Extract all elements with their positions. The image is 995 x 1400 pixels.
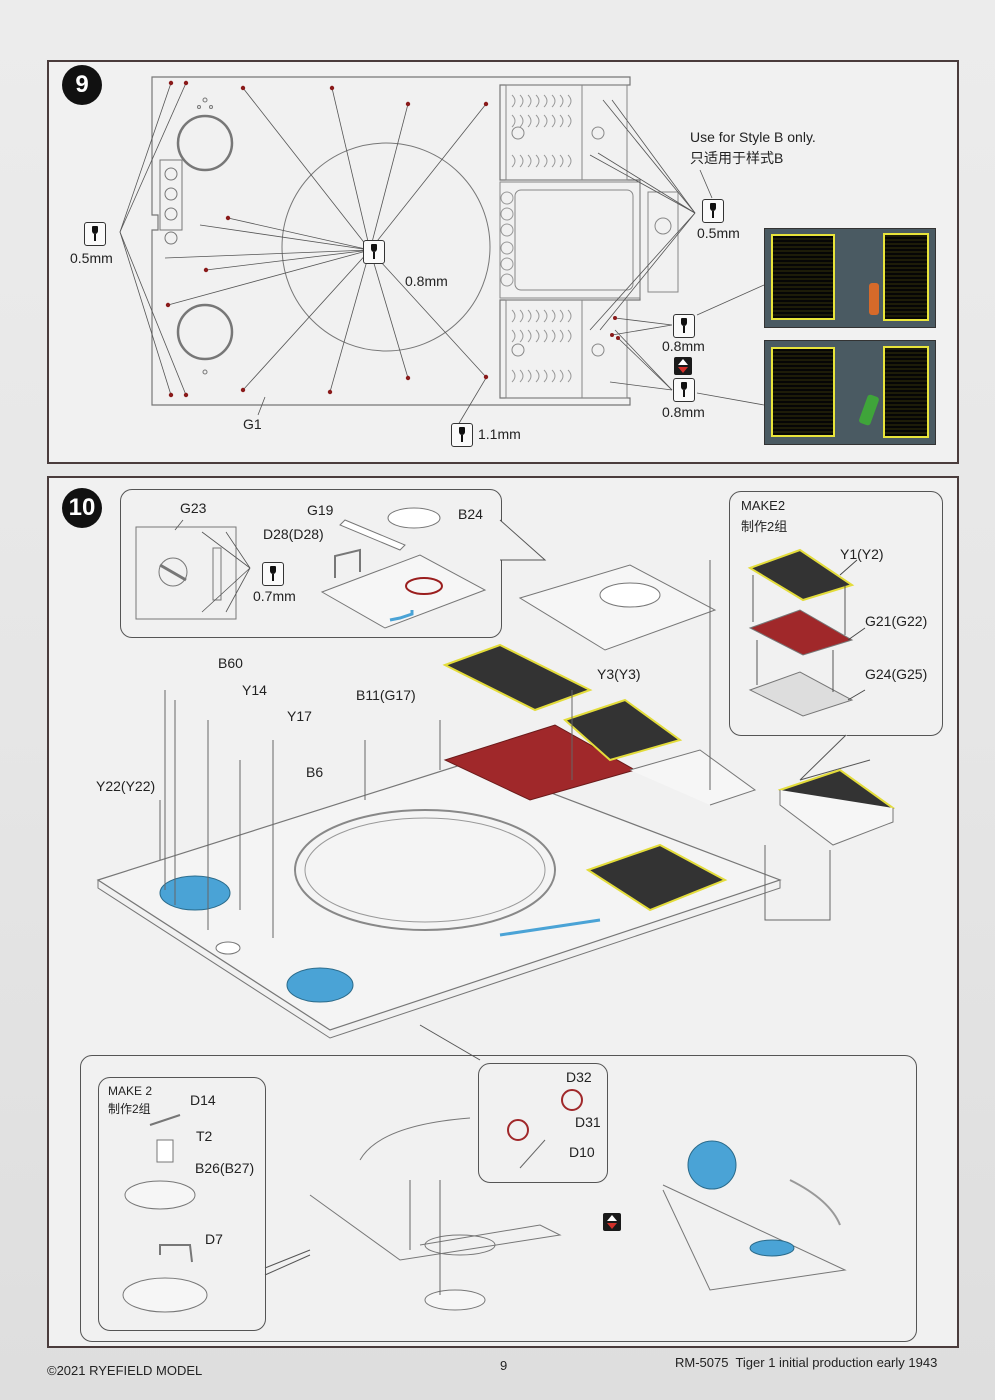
- make2-hatch-zh: 制作2组: [108, 1102, 151, 1116]
- style-b-note-zh: 只适用于样式B: [690, 150, 784, 166]
- part-label-g23: G23: [180, 500, 207, 516]
- hatch-circle-bottom: [176, 303, 234, 361]
- engine-deck-photo-orange: [764, 228, 936, 328]
- drill-size-center: 0.8mm: [405, 273, 448, 289]
- hatch-blue-rear: [286, 967, 354, 1003]
- drill-icon-right-bottom: [673, 378, 695, 402]
- drill-size-bottom: 1.1mm: [478, 426, 521, 442]
- drill-icon-inset: [262, 562, 284, 586]
- drill-size-inset: 0.7mm: [253, 588, 296, 604]
- make2-en: MAKE2: [741, 498, 786, 513]
- drill-icon-bottom: [451, 423, 473, 447]
- footer-product: RM-5075 Tiger 1 initial production early…: [675, 1355, 938, 1370]
- part-label-g1: G1: [243, 416, 262, 432]
- drill-icon-left: [84, 222, 106, 246]
- engine-deck-photo-green: [764, 340, 936, 445]
- turret-ring: [281, 142, 491, 352]
- inset-headlight: [478, 1063, 608, 1183]
- part-label-d28: D28(D28): [263, 526, 324, 542]
- part-label-d14: D14: [190, 1092, 216, 1108]
- drill-size-right-bottom: 0.8mm: [662, 404, 705, 420]
- hatch-blue-front: [159, 875, 231, 911]
- step-9-badge: 9: [62, 65, 102, 105]
- part-label-y22: Y22(Y22): [96, 778, 156, 794]
- drill-icon-center: [363, 240, 385, 264]
- part-label-b6: B6: [306, 764, 324, 780]
- hatch-circle-top: [176, 114, 234, 172]
- part-label-y3: Y3(Y3): [597, 666, 641, 682]
- footer-page-number: 9: [500, 1358, 508, 1373]
- drill-points: [165, 80, 620, 398]
- hatch-open-blue: [687, 1140, 737, 1190]
- part-label-b11: B11(G17): [356, 687, 416, 703]
- step-9-diagram: [119, 76, 765, 426]
- part-label-g21: G21(G22): [865, 613, 928, 629]
- part-label-y17: Y17: [287, 708, 312, 724]
- style-b-note-en: Use for Style B only.: [690, 129, 816, 145]
- make2-zh: 制作2组: [741, 519, 788, 534]
- part-label-g19: G19: [307, 502, 334, 518]
- part-label-t2: T2: [196, 1128, 213, 1144]
- drill-icon-right-top: [702, 199, 724, 223]
- footer-copyright: ©2021 RYEFIELD MODEL: [47, 1363, 203, 1378]
- part-label-b60: B60: [218, 655, 243, 671]
- part-label-g24: G24(G25): [865, 666, 928, 682]
- part-label-d7: D7: [205, 1231, 223, 1247]
- drill-icon-right-mid: [673, 314, 695, 338]
- orange-part: [869, 283, 879, 315]
- flip-over-icon: [674, 357, 692, 375]
- step-10-badge: 10: [62, 488, 102, 528]
- part-label-b26: B26(B27): [195, 1160, 255, 1176]
- part-label-y1: Y1(Y2): [840, 546, 884, 562]
- part-label-b24: B24: [458, 506, 483, 522]
- step-number: 9: [75, 71, 89, 98]
- drill-size-left: 0.5mm: [70, 250, 113, 266]
- drill-size-right-top: 0.5mm: [697, 225, 740, 241]
- turret-ring-main: [294, 809, 556, 931]
- part-label-d31: D31: [575, 1114, 601, 1130]
- part-label-y14: Y14: [242, 682, 267, 698]
- part-label-d10: D10: [569, 1144, 595, 1160]
- drill-size-right-mid: 0.8mm: [662, 338, 705, 354]
- make2-hatch-en: MAKE 2: [108, 1084, 153, 1098]
- part-label-d32: D32: [566, 1069, 592, 1085]
- step-number: 10: [68, 494, 96, 521]
- rotate-view-icon: [603, 1213, 621, 1231]
